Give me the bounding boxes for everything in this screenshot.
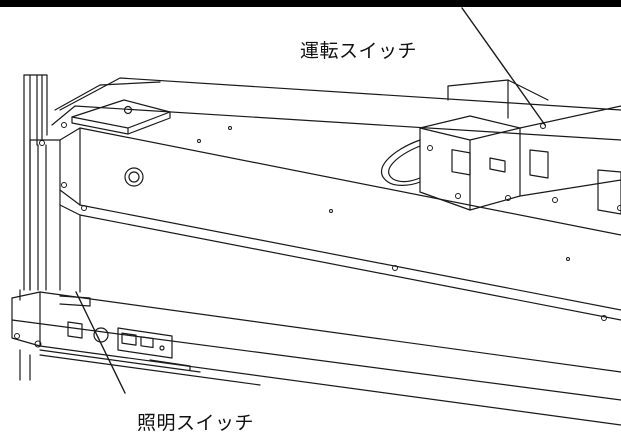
screws: [15, 123, 621, 348]
rear-top-edges: [52, 78, 621, 140]
cable-loop: [381, 140, 420, 185]
left-frame: [20, 75, 60, 380]
top-block: [72, 100, 170, 134]
front-rail: [12, 292, 621, 425]
run-switch-leader: [462, 8, 545, 125]
light-switch-label: 照明スイッチ: [137, 412, 255, 434]
run-switch-box: [420, 80, 621, 214]
light-switch-leader: [76, 292, 125, 393]
main-panel: [60, 128, 621, 320]
top-border: [0, 0, 621, 7]
run-switch-label: 運転スイッチ: [300, 40, 418, 62]
